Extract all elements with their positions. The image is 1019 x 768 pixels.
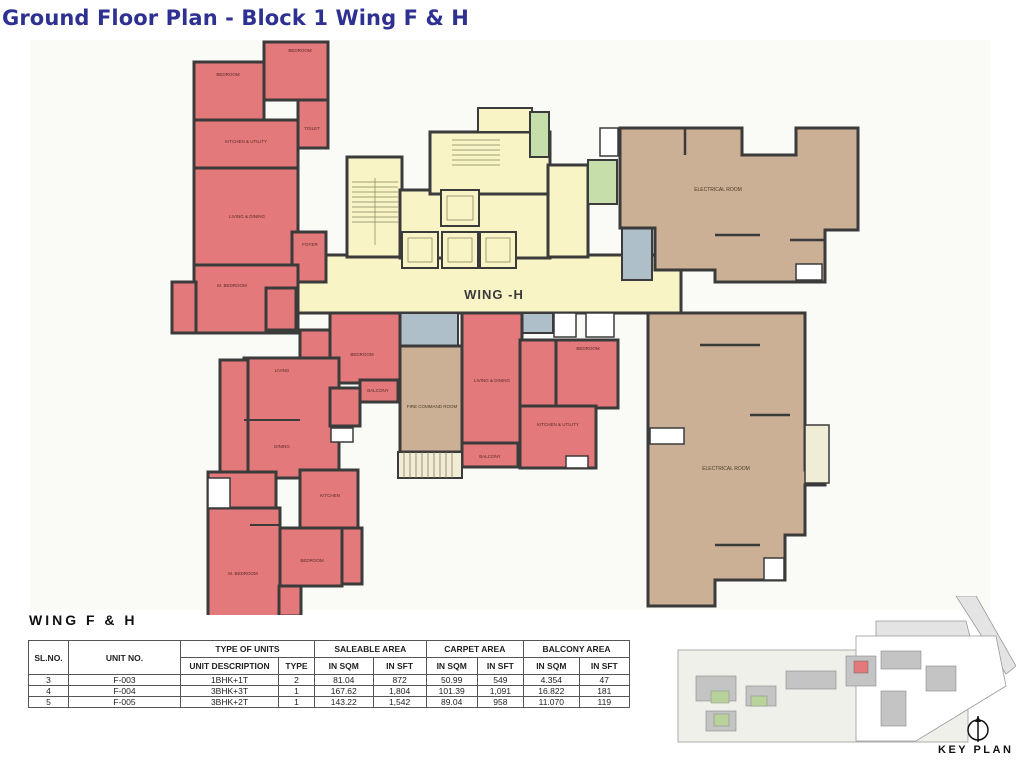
label-foyer-1: FOYER <box>302 242 318 247</box>
key-plan-label: KEY PLAN <box>938 744 1014 756</box>
label-living-dining-2: LIVING & DINING <box>474 378 511 383</box>
group-carpet-area: CARPET AREA <box>425 640 525 658</box>
label-kitchen-2: KITCHEN <box>320 493 340 498</box>
electrical-stair-right <box>804 424 830 484</box>
cell-type: 2 <box>278 674 315 686</box>
group-type-of-units: TYPE OF UNITS <box>180 640 315 658</box>
green-shaft-2 <box>587 159 618 205</box>
cell-desc: 1BHK+1T <box>180 674 279 686</box>
label-bedroom-1: BEDROOM <box>216 72 240 77</box>
cell-sl: 5 <box>28 696 69 708</box>
electrical-labels: ELECTRICAL ROOM ELECTRICAL ROOM <box>694 187 750 472</box>
cell-unit: F-003 <box>68 674 181 686</box>
cell-sl: 3 <box>28 674 69 686</box>
label-electrical-room-1: ELECTRICAL ROOM <box>694 187 742 193</box>
group-balcony-area: BALCONY AREA <box>523 640 630 658</box>
cell-bal-sqm: 11.070 <box>523 696 580 708</box>
electrical-stair-hatching <box>403 452 453 478</box>
col-unit-no: UNIT NO. <box>68 640 181 675</box>
units-table-heading: WING F & H <box>29 612 138 628</box>
electrical-internal-walls <box>683 128 825 547</box>
cell-unit: F-005 <box>68 696 181 708</box>
key-plan-highlight <box>853 660 869 674</box>
cell-carpet-sqm: 101.39 <box>425 685 478 697</box>
col-unit-description: UNIT DESCRIPTION <box>180 657 279 675</box>
col-bal-sqm: IN SQM <box>523 657 580 675</box>
cell-sale-sft: 1,804 <box>372 685 427 697</box>
col-sl-no: SL.NO. <box>28 640 69 675</box>
cell-bal-sft: 47 <box>578 674 631 686</box>
label-toilet-1: TOILET <box>304 126 320 131</box>
label-kitchen-3: KITCHEN & UTILITY <box>537 422 579 427</box>
flat-internal-walls <box>194 167 560 526</box>
room-labels: BEDROOM BEDROOM KITCHEN & UTILITY LIVING… <box>216 48 600 576</box>
cell-sale-sqm: 167.62 <box>314 685 374 697</box>
cell-desc: 3BHK+3T <box>180 685 279 697</box>
stair-top <box>477 107 533 133</box>
table-row: 3 F-003 1BHK+1T 2 81.04 872 50.99 549 4.… <box>28 674 631 686</box>
flat-units <box>170 40 620 615</box>
table-group-header-row: SL.NO. UNIT NO. TYPE OF UNITS SALEABLE A… <box>28 640 630 675</box>
group-saleable-area: SALEABLE AREA <box>314 640 427 658</box>
label-electrical-room-2: ELECTRICAL ROOM <box>702 466 750 472</box>
cell-carpet-sft: 549 <box>476 674 525 686</box>
lift-icons <box>407 195 511 263</box>
electrical-stair <box>397 451 463 479</box>
label-bedroom-5: BEDROOM <box>576 346 600 351</box>
label-living: LIVING <box>275 368 290 373</box>
label-m-bedroom-2: M. BEDROOM <box>228 571 258 576</box>
label-living-dining: LIVING & DINING <box>229 214 266 219</box>
cell-type: 1 <box>278 696 315 708</box>
cell-desc: 3BHK+2T <box>180 696 279 708</box>
cell-carpet-sqm: 50.99 <box>425 674 478 686</box>
label-m-bedroom-1: M. BEDROOM <box>217 283 247 288</box>
label-bedroom-3: BEDROOM <box>350 352 374 357</box>
label-balcony-2: BALCONY <box>479 454 501 459</box>
cell-carpet-sft: 1,091 <box>476 685 525 697</box>
white-shafts <box>207 127 823 581</box>
table-row: 4 F-004 3BHK+3T 1 167.62 1,804 101.39 1,… <box>28 685 631 697</box>
cell-carpet-sft: 958 <box>476 696 525 708</box>
cell-sale-sqm: 143.22 <box>314 696 374 708</box>
cell-bal-sft: 181 <box>578 685 631 697</box>
cell-sale-sqm: 81.04 <box>314 674 374 686</box>
page-title: Ground Floor Plan - Block 1 Wing F & H <box>2 6 469 30</box>
cell-sale-sft: 1,542 <box>372 696 427 708</box>
label-dining: DINING <box>274 444 290 449</box>
col-bal-sft: IN SFT <box>578 657 631 675</box>
cell-unit: F-004 <box>68 685 181 697</box>
wing-h-label: WING -H <box>464 287 524 302</box>
col-sale-sft: IN SFT <box>372 657 427 675</box>
cell-bal-sqm: 16.822 <box>523 685 580 697</box>
cell-carpet-sqm: 89.04 <box>425 696 478 708</box>
green-shaft-1 <box>529 111 550 158</box>
key-plan-drawing <box>677 596 1016 743</box>
label-fire-command: FIRE COMMAND ROOM <box>407 404 458 409</box>
col-carpet-sqm: IN SQM <box>425 657 478 675</box>
cell-type: 1 <box>278 685 315 697</box>
col-sale-sqm: IN SQM <box>314 657 374 675</box>
cell-sale-sft: 872 <box>372 674 427 686</box>
label-kitchen-1: KITCHEN & UTILITY <box>225 139 267 144</box>
cell-sl: 4 <box>28 685 69 697</box>
label-bedroom-4: BEDROOM <box>300 558 324 563</box>
north-arrow-icon <box>967 716 989 742</box>
cell-bal-sqm: 4.354 <box>523 674 580 686</box>
label-bedroom-2: BEDROOM <box>288 48 312 53</box>
key-plan-green <box>710 690 768 727</box>
cell-bal-sft: 119 <box>578 696 631 708</box>
col-type: TYPE <box>278 657 315 675</box>
label-balcony-1: BALCONY <box>367 388 389 393</box>
col-carpet-sft: IN SFT <box>476 657 525 675</box>
units-table: SL.NO. UNIT NO. TYPE OF UNITS SALEABLE A… <box>28 640 631 708</box>
table-row: 5 F-005 3BHK+2T 1 143.22 1,542 89.04 958… <box>28 696 631 708</box>
floor-plan-drawing: BEDROOM BEDROOM KITCHEN & UTILITY LIVING… <box>170 40 860 615</box>
